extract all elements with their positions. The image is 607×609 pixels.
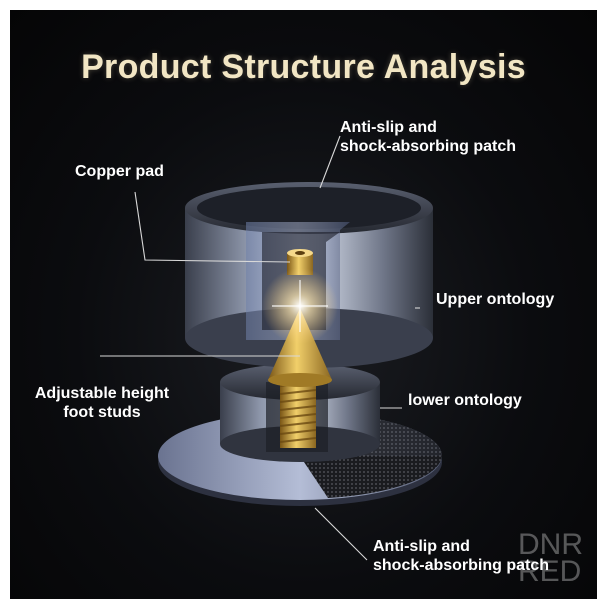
label-upper-ontology: Upper ontology <box>436 291 555 308</box>
label-copper-pad: Copper pad <box>75 163 164 180</box>
watermark-line1: DNR <box>518 528 583 561</box>
threaded-stud <box>279 378 317 448</box>
label-studs-line2: foot studs <box>63 404 141 421</box>
label-top-patch-line2: shock-absorbing patch <box>340 138 517 155</box>
label-bottom-patch: Anti-slip and shock-absorbing patch <box>373 537 549 575</box>
label-bottom-patch-line1: Anti-slip and <box>373 538 470 555</box>
product-diagram-panel: Product Structure Analysis Anti-slip and… <box>10 10 597 599</box>
leader-top-patch <box>319 135 341 189</box>
leader-copper-pad <box>134 191 291 263</box>
label-adjustable-studs: Adjustable height foot studs <box>16 384 188 422</box>
leader-lines <box>100 135 420 561</box>
label-top-patch: Anti-slip and shock-absorbing patch <box>340 118 516 156</box>
label-bottom-patch-line2: shock-absorbing patch <box>373 557 550 574</box>
light-flare <box>262 268 338 344</box>
watermark: DNR RED <box>518 528 583 588</box>
page-title: Product Structure Analysis <box>81 48 526 86</box>
watermark-line2: RED <box>518 555 582 588</box>
leader-bottom-patch <box>314 507 368 561</box>
label-lower-ontology: lower ontology <box>408 392 522 409</box>
label-studs-line1: Adjustable height <box>34 385 170 402</box>
product-structure-illustration <box>100 135 442 561</box>
label-top-patch-line1: Anti-slip and <box>340 119 437 136</box>
